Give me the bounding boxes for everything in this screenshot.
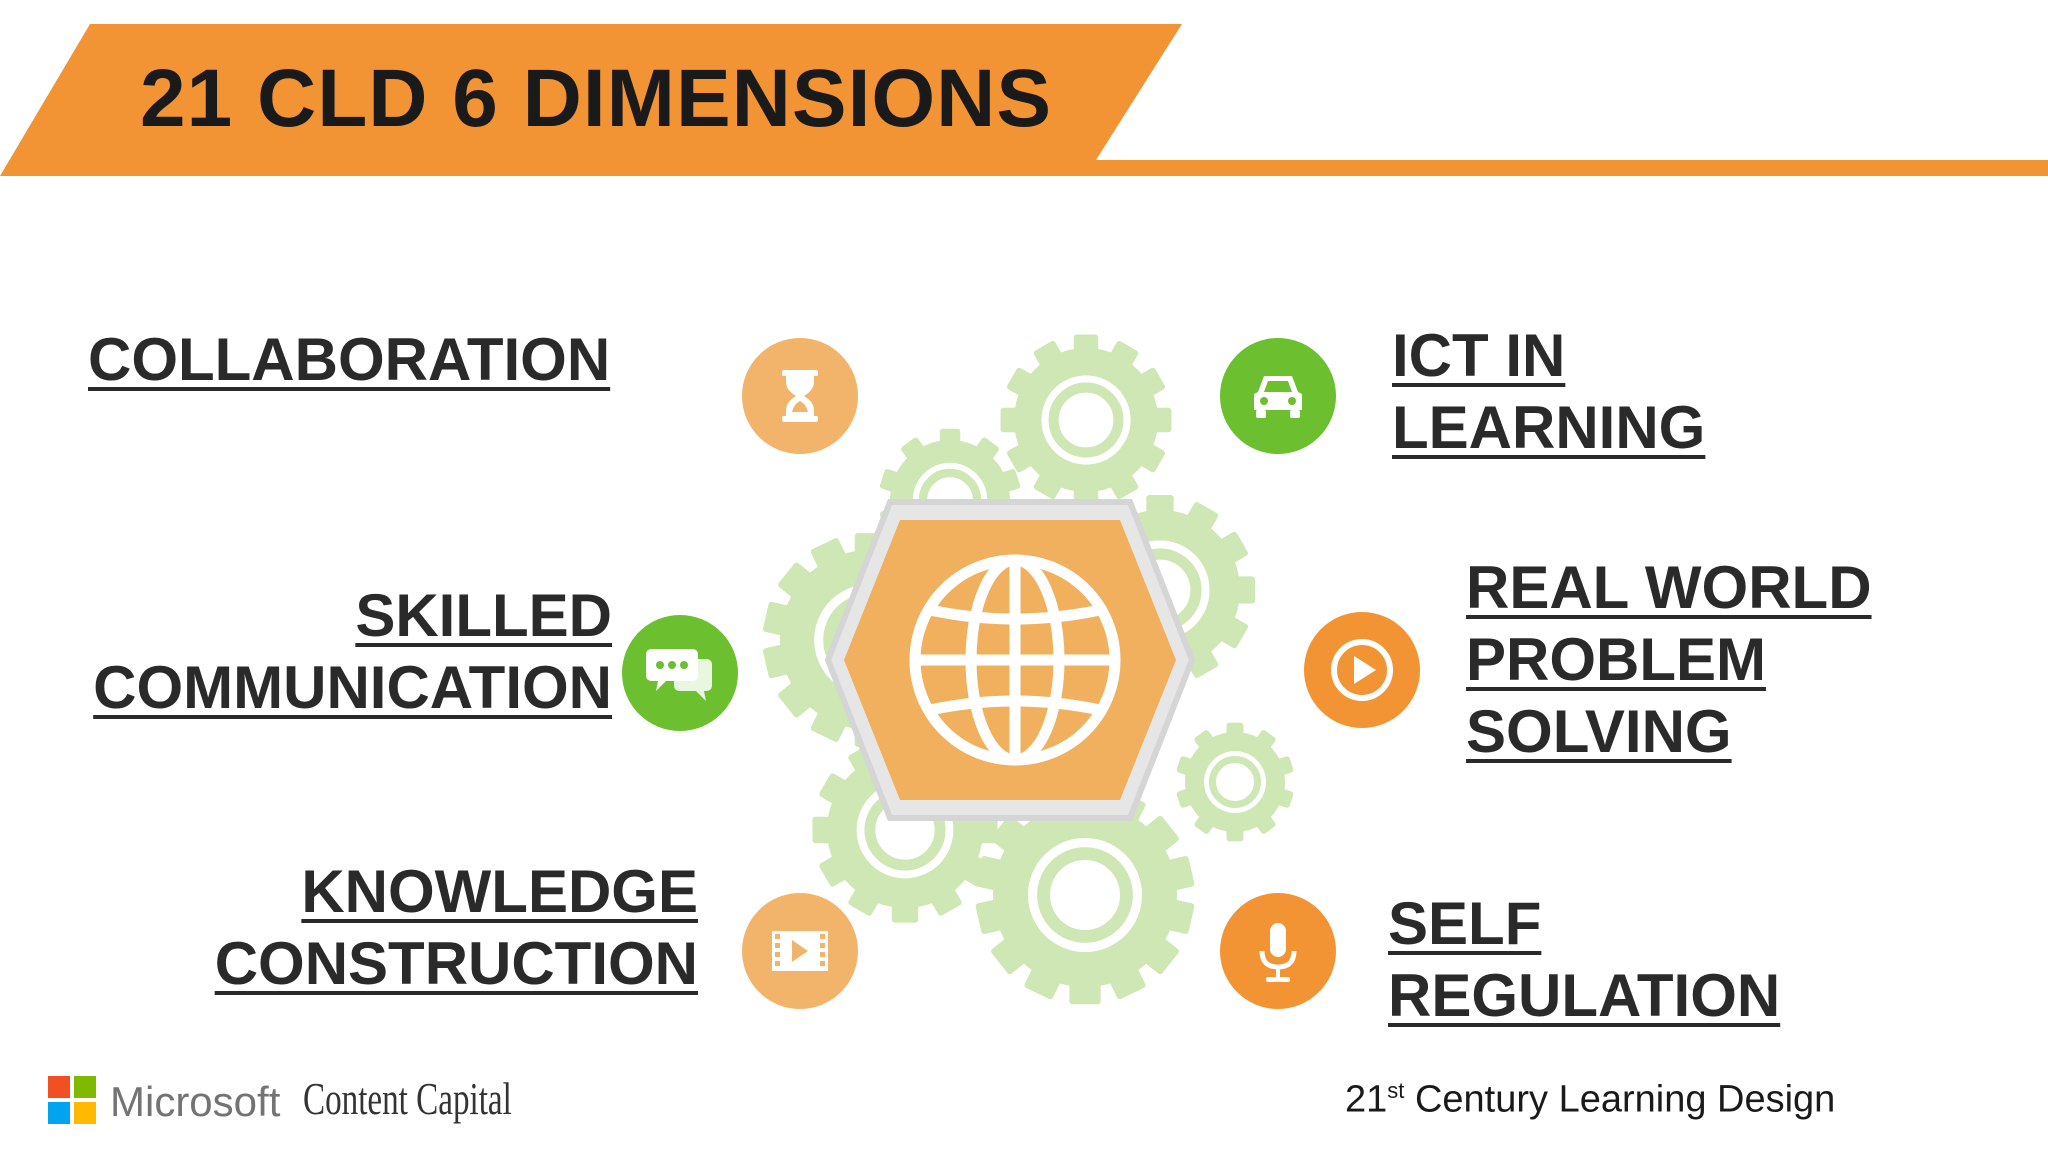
chat-icon: [646, 649, 712, 701]
knowledge-icon-circle: [742, 893, 858, 1009]
footer-tagline: 21st Century Learning Design: [1345, 1078, 1836, 1121]
communication-icon-circle: [622, 615, 738, 731]
content-capital-logo: Content Capital: [303, 1073, 512, 1124]
ict-icon-circle: [1220, 338, 1336, 454]
gear-7: [1176, 722, 1294, 842]
title-banner: [0, 24, 2048, 176]
label-collaboration: COLLABORATION: [88, 326, 611, 393]
microsoft-logo: [48, 1076, 96, 1124]
hourglass-icon: [782, 370, 818, 422]
microsoft-wordmark: Microsoft: [110, 1078, 281, 1125]
play-icon: [1331, 639, 1393, 701]
collaboration-icon-circle: [742, 338, 858, 454]
car-icon: [1254, 376, 1302, 418]
gear-1: [1000, 334, 1172, 506]
problem-solving-icon-circle: [1304, 612, 1420, 728]
page-title: 21 CLD 6 DIMENSIONS: [140, 53, 1053, 144]
gear-6: [975, 785, 1195, 1005]
microphone-icon: [1259, 923, 1297, 982]
self-regulation-icon-circle: [1220, 893, 1336, 1009]
globe-icon: [909, 554, 1121, 766]
film-icon: [772, 931, 828, 971]
